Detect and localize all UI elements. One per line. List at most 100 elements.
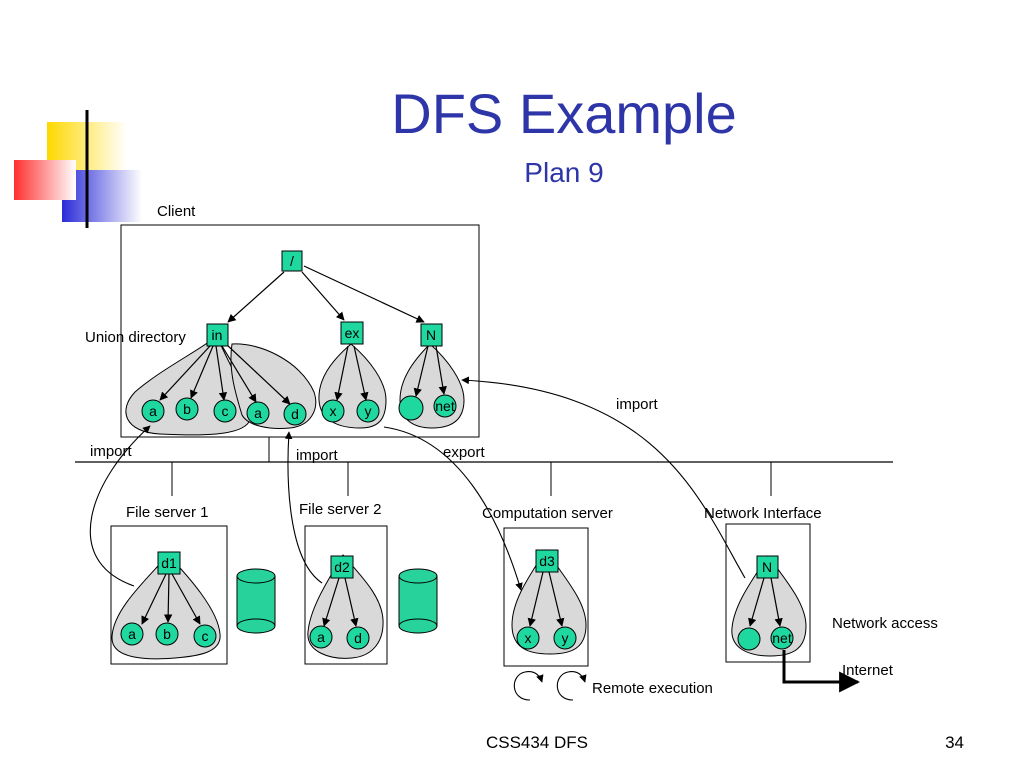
edge-in-b [190,345,214,399]
file-server-2-label: File server 2 [299,501,382,518]
node-fs2-d-circle [346,626,370,650]
import-curve-fs2 [284,431,323,584]
node-root-box [281,250,303,272]
edge-N-left [413,345,429,397]
node-fs1-c-label: c [202,628,209,644]
node-client-net-label: net [435,398,455,414]
remote-exec-loop-1 [513,671,544,701]
edge-d1-c [171,573,201,625]
node-fs2-a-label: a [317,629,325,645]
node-in-label: in [212,327,223,343]
edge-d1-b [163,573,173,623]
import-curve-fs1 [89,425,151,587]
node-client-a1-circle [141,399,165,423]
network-interface-label: Network Interface [704,505,822,522]
edge-in-c [215,345,228,401]
computation-server-label: Computation server [482,505,613,522]
node-fs1-a-circle [120,622,144,646]
node-netif-N-label: N [762,559,772,575]
client-box [120,224,480,438]
node-fs2-a-circle [309,625,333,649]
node-fs1-b-label: b [163,626,171,642]
node-in-box [206,323,229,347]
export-curve-cs [383,426,523,591]
node-fs2-d-label: d [354,630,362,646]
node-client-c-label: c [222,403,229,419]
slide-title: DFS Example [391,82,737,145]
node-d2-box [330,555,354,579]
node-cs-y-label: y [562,630,569,646]
node-netif-N-box [756,555,779,579]
import-label-fs2: import [296,447,339,464]
node-client-b-circle [175,397,199,421]
node-ex-label: ex [345,325,360,341]
logo-red-square [14,160,76,200]
node-client-a2-circle [246,401,270,425]
page-number: 34 [945,733,964,752]
node-ni-net-label: net [772,630,792,646]
internet-link [782,650,861,693]
edge-ex-x [334,345,349,401]
node-fs1-b-circle [155,622,179,646]
node-client-a2-label: a [254,405,262,421]
node-d1-label: d1 [161,555,177,571]
import-curve-netif [461,376,746,579]
file-server-1-label: File server 1 [126,504,209,521]
edge-root-N [303,265,425,323]
import-label-netif: import [616,396,659,413]
node-client-y-label: y [365,403,372,419]
disk-fs2 [398,568,438,634]
edge-d3-x [527,571,544,627]
network-access-label: Network access [832,615,938,632]
import-label-fs1: import [90,443,133,460]
edge-in-a2 [221,345,257,403]
node-fs1-a-label: a [128,626,136,642]
node-cs-y-circle [553,626,577,650]
edge-netif-left [748,577,765,627]
node-ex-box [340,321,364,345]
remote-exec-loop-2 [556,671,587,701]
node-client-b-label: b [183,401,191,417]
client-label: Client [157,203,196,220]
node-cs-x-circle [516,626,540,650]
node-N-label: N [426,327,436,343]
node-client-unlabeled-circle [398,395,424,421]
node-client-y-circle [356,399,380,423]
edge-N-net [435,345,447,395]
node-d2-label: d2 [334,559,350,575]
node-client-d-circle [283,402,307,426]
node-cs-x-label: x [525,630,532,646]
node-ni-unlabeled-circle [737,627,761,651]
file-server-1-box [110,525,228,665]
edge-d3-y [548,571,565,627]
slide-subtitle: Plan 9 [524,157,604,188]
file-server-2-box [304,525,388,665]
remote-execution-label: Remote execution [592,680,713,697]
edge-in-d [225,343,291,405]
logo-squares [14,110,990,228]
edge-root-in [227,271,285,323]
node-client-x-circle [321,399,345,423]
node-N-box [420,323,443,347]
edge-d1-a [141,573,167,625]
export-label: export [443,444,486,461]
edge-netif-net [770,577,783,627]
internet-label: Internet [842,662,894,679]
node-d3-label: d3 [539,553,555,569]
node-d1-box [157,551,181,575]
edge-root-ex [301,271,345,321]
node-fs1-c-circle [193,624,217,648]
node-client-c-circle [213,399,237,423]
node-d3-box [535,549,559,573]
node-client-a1-label: a [149,403,157,419]
edge-d2-a [322,577,340,627]
computation-server-box [503,527,589,667]
node-ni-net-circle [770,626,794,650]
node-client-d-label: d [291,406,299,422]
disk-fs1 [236,568,276,634]
footer-course: CSS434 DFS [485,733,589,752]
edge-ex-y [353,345,369,401]
node-root-label: / [290,253,294,269]
